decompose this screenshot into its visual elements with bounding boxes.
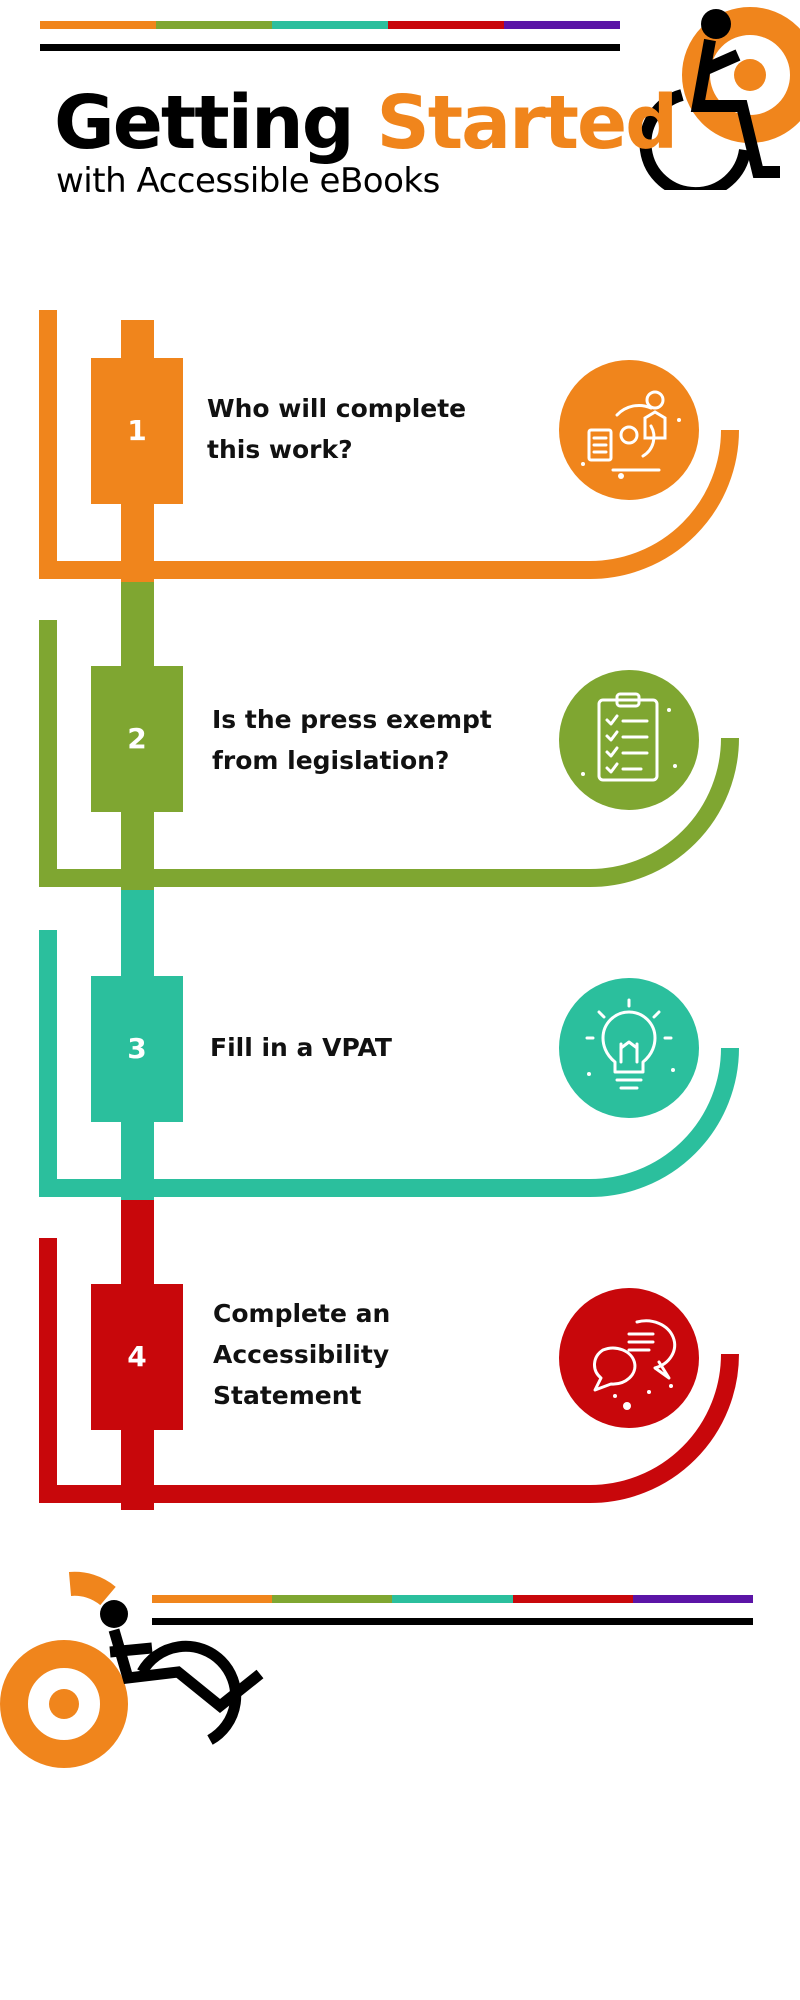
bottom-black-line (152, 1618, 753, 1625)
stripe-green (272, 1595, 393, 1603)
bottom-color-stripe (152, 1595, 754, 1603)
wheelchair-accessibility-icon (639, 7, 800, 190)
stripe-purple (504, 21, 620, 29)
top-color-stripe (40, 21, 620, 29)
clipboard-checklist-icon (559, 670, 699, 810)
step-2-number: 2 (127, 722, 147, 755)
stripe-teal (272, 21, 388, 29)
step-4-text: Complete an Accessibility Statement (213, 1299, 391, 1410)
person-workflow-icon (559, 360, 699, 500)
stripe-orange (40, 21, 156, 29)
stripe-red (388, 21, 504, 29)
stripe-green (156, 21, 272, 29)
step-3-text: Fill in a VPAT (210, 1033, 392, 1062)
lightbulb-icon (559, 978, 699, 1118)
title-word-started: Started (376, 80, 678, 166)
step-3-frame (39, 890, 739, 1200)
step-4-frame (39, 1200, 739, 1510)
step-1-frame (39, 310, 739, 582)
step-3-number: 3 (127, 1032, 147, 1065)
step-4-number: 4 (127, 1340, 147, 1373)
step-2-text: Is the press exempt from legislation? (212, 705, 492, 775)
page-subtitle: with Accessible eBooks (56, 161, 440, 201)
title-word-getting: Getting (54, 80, 355, 166)
stripe-purple (632, 1595, 754, 1603)
stripe-orange (152, 1595, 273, 1603)
wheelchair-accessibility-icon-bottom (0, 1571, 264, 1768)
step-1-text: Who will complete this work? (207, 394, 467, 464)
page-title: Getting Started (54, 86, 678, 160)
step-1-number: 1 (127, 414, 147, 447)
speech-bubbles-icon (559, 1288, 699, 1428)
top-black-line (40, 44, 620, 51)
stripe-red (512, 1595, 633, 1603)
stripe-teal (392, 1595, 513, 1603)
steps-connector-graphic (39, 310, 739, 1510)
step-2-frame (39, 582, 739, 890)
